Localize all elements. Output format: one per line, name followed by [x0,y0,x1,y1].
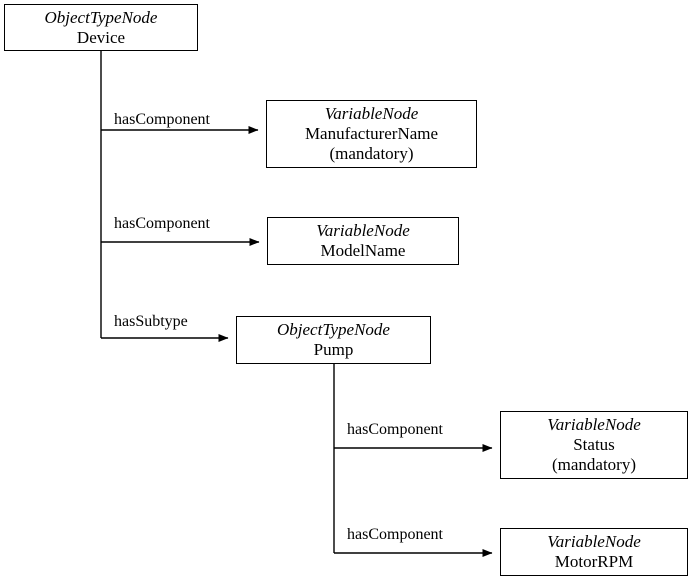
node-manufacturer-name-name: ManufacturerName [304,124,439,144]
node-device-name: Device [76,27,126,47]
edge-label-device-pump: hasSubtype [114,313,188,330]
node-status-type: VariableNode [547,415,641,435]
node-manufacturer-name[interactable]: VariableNode ManufacturerName (mandatory… [266,100,477,168]
node-device[interactable]: ObjectTypeNode Device [4,4,198,51]
node-motor-rpm-name: MotorRPM [554,552,634,571]
edge-label-device-manufacturer-name: hasComponent [114,111,210,128]
node-device-type: ObjectTypeNode [44,7,158,27]
node-status-name: Status [573,435,615,455]
edge-label-device-model-name: hasComponent [114,215,210,232]
edge-label-pump-motor-rpm: hasComponent [347,526,443,543]
node-motor-rpm-type: VariableNode [547,532,641,552]
node-status[interactable]: VariableNode Status (mandatory) [500,411,688,479]
node-manufacturer-name-type: VariableNode [324,104,419,124]
node-model-name-name: ModelName [320,241,406,260]
node-status-qualifier: (mandatory) [551,454,637,474]
node-pump[interactable]: ObjectTypeNode Pump [236,316,431,364]
edge-label-pump-status: hasComponent [347,421,443,438]
node-model-name-type: VariableNode [316,221,410,241]
node-motor-rpm[interactable]: VariableNode MotorRPM [500,528,688,576]
node-pump-name: Pump [313,340,354,359]
node-manufacturer-name-qualifier: (mandatory) [329,143,414,163]
node-pump-type: ObjectTypeNode [277,320,390,340]
node-model-name[interactable]: VariableNode ModelName [267,217,459,265]
